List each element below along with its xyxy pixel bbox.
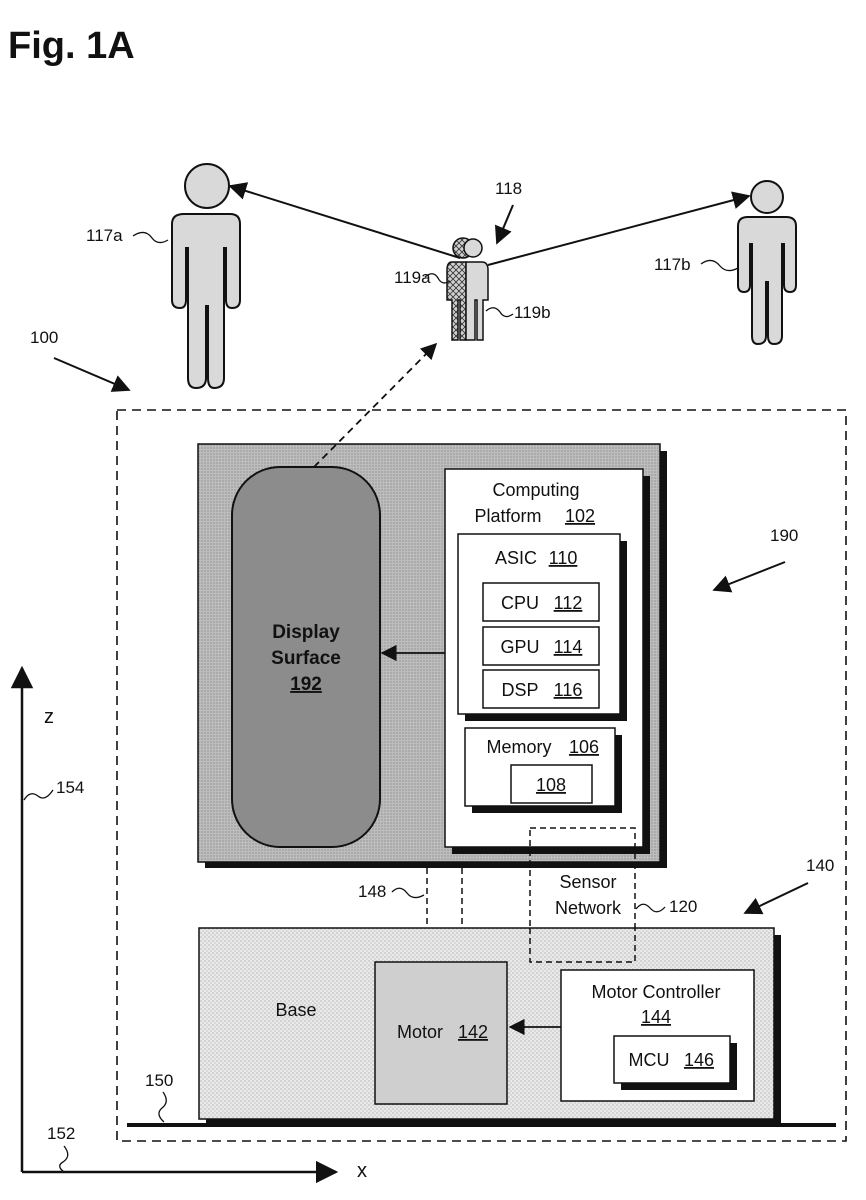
memory-inner-ref: 108 [536, 775, 566, 795]
motor-ref: 142 [458, 1022, 488, 1042]
center-part-b-ref: 119b [514, 303, 551, 322]
motor-controller-label: Motor Controller [591, 982, 720, 1002]
leader-148 [392, 888, 424, 897]
leader-119b [486, 308, 513, 317]
viewer-center-figure [447, 238, 488, 340]
display-ref: 192 [290, 674, 322, 695]
leader-117b [701, 260, 738, 270]
gpu-ref: 114 [554, 637, 583, 657]
x-axis-ref: 152 [47, 1124, 75, 1143]
floor-ref: 150 [145, 1071, 173, 1090]
link-ref: 148 [358, 882, 386, 901]
motor-controller-ref: 144 [641, 1007, 671, 1027]
display-label-1: Display [272, 622, 340, 643]
viewer-right-figure [738, 181, 796, 344]
center-part-a-ref: 119a [394, 268, 431, 287]
arrow-to-117b [488, 196, 749, 265]
device-ref: 190 [770, 526, 798, 545]
dsp-label: DSP [501, 680, 538, 700]
asic-ref: 110 [549, 548, 578, 568]
asic-label: ASIC [495, 548, 537, 568]
motor-label: Motor [397, 1022, 443, 1042]
platform-label-2: Platform [474, 506, 541, 526]
arrow-140 [745, 883, 808, 913]
system-ref: 100 [30, 328, 58, 347]
leader-152 [60, 1146, 68, 1172]
leader-150 [159, 1092, 166, 1122]
cpu-label: CPU [501, 593, 539, 613]
platform-ref: 102 [565, 506, 595, 526]
viewer-left-figure [172, 164, 240, 388]
arrow-118 [497, 205, 513, 243]
z-axis-label: z [44, 706, 54, 728]
arrow-190 [714, 562, 785, 590]
dsp-ref: 116 [554, 680, 583, 700]
arrow-100 [54, 358, 129, 390]
display-label-2: Surface [271, 648, 341, 669]
viewer-right-ref: 117b [654, 255, 691, 274]
gpu-label: GPU [500, 637, 539, 657]
viewer-left-ref: 117a [86, 226, 123, 245]
x-axis-label: x [357, 1160, 367, 1182]
z-axis-ref: 154 [56, 778, 84, 797]
mcu-label: MCU [629, 1050, 670, 1070]
arrow-to-117a [230, 186, 460, 258]
cpu-ref: 112 [554, 593, 583, 613]
mcu-ref: 146 [684, 1050, 714, 1070]
platform-label-1: Computing [492, 480, 579, 500]
leader-120 [636, 904, 665, 912]
leader-117a [133, 232, 168, 242]
memory-ref: 106 [569, 737, 599, 757]
sensor-label-2: Network [555, 898, 622, 918]
sensor-ref: 120 [669, 897, 697, 916]
viewer-center-ref: 118 [495, 179, 522, 198]
memory-label: Memory [486, 737, 551, 757]
base-label: Base [275, 1000, 316, 1020]
base-group-ref: 140 [806, 856, 834, 875]
sensor-label-1: Sensor [559, 872, 616, 892]
figure-title: Fig. 1A [8, 25, 135, 67]
leader-154 [24, 790, 53, 800]
